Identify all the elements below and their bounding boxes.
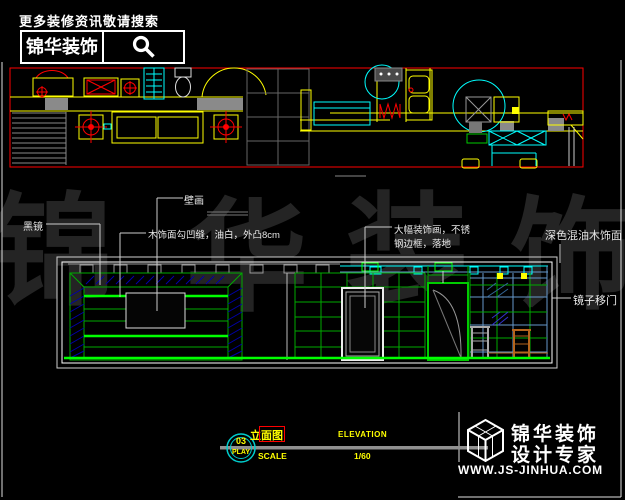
title-highlight-box	[259, 426, 285, 442]
brand-search-box: 锦华装饰	[20, 30, 185, 64]
footer-website: WWW.JS-JINHUA.COM	[458, 463, 603, 477]
label-large-painting-1: 大幅装饰画，不锈	[394, 225, 471, 236]
scale-label: SCALE	[258, 451, 287, 461]
floor-plan	[9, 64, 584, 169]
mural-frame	[125, 292, 186, 329]
label-mural: 壁画	[184, 196, 204, 207]
wood-panel-unit	[69, 272, 243, 361]
drawing-title-cn: 立面图	[250, 430, 283, 442]
drawing-title-en: ELEVATION	[338, 430, 388, 439]
brand-name: 锦华装饰	[26, 37, 98, 57]
drawing-code: PLAY	[231, 449, 251, 456]
label-wood-panel: 木饰面勾凹缝，油白，外凸8cm	[148, 230, 280, 241]
ceiling-fixture	[75, 111, 107, 143]
footer-brand-line1: 锦华装饰	[511, 424, 600, 445]
label-mirror-door: 镜子移门	[573, 295, 617, 307]
label-large-painting-2: 钢边框，落地	[394, 239, 452, 250]
search-tagline: 更多装修资讯敬请搜索	[19, 14, 160, 29]
sheet-border	[1, 60, 622, 498]
drawing-number: 03	[235, 436, 246, 446]
shelving-unit	[469, 266, 548, 358]
ceiling-fixture	[210, 111, 242, 143]
watermark-char-4: 饰	[510, 183, 625, 327]
bar-stool	[470, 326, 490, 358]
grid-wall	[294, 272, 426, 361]
footer-brand-line2: 设计专家	[511, 445, 600, 466]
label-hanging-mirror: 黑镜	[23, 222, 43, 233]
search-icon	[104, 34, 183, 60]
title-block-graphics	[220, 433, 488, 463]
divider	[102, 32, 104, 62]
cube-logo-icon	[463, 418, 508, 469]
leader-lines	[46, 175, 571, 311]
scale-value: 1/60	[354, 451, 371, 461]
bar-stool	[512, 329, 531, 358]
doorway	[427, 266, 469, 361]
elevation-drawing	[56, 256, 558, 369]
label-dark-wood: 深色混油木饰面	[545, 230, 622, 242]
floor-painting-frame	[341, 287, 384, 361]
